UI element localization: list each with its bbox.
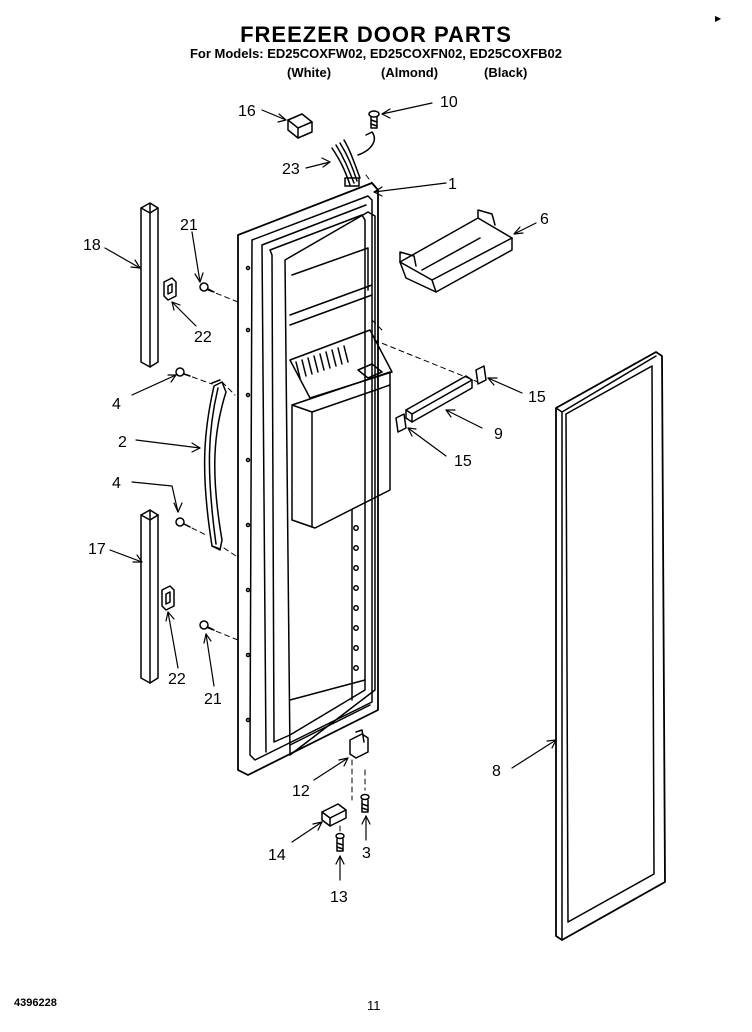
variant-black: (Black) [484,65,528,80]
page-number: 11 [367,998,381,1013]
callout-3: 3 [362,845,371,862]
corner-mark: ▶ [715,14,722,23]
callout-23: 23 [282,161,300,178]
callout-10: 10 [440,94,458,111]
part-22-clip-lower [161,585,175,611]
callout-9: 9 [494,426,503,443]
callout-labels: 16 10 23 1 6 18 21 22 4 2 15 9 15 4 17 2… [83,94,549,906]
part-17-trim-strip [140,509,159,684]
callout-17: 17 [88,541,106,558]
models-line: For Models: ED25COXFW02, ED25COXFN02, ED… [189,46,563,61]
part-1-door [237,182,393,776]
callout-18: 18 [83,237,101,254]
part-3-screw [360,793,370,813]
callout-8: 8 [492,763,501,780]
callout-22-lower: 22 [168,671,186,688]
page-title: FREEZER DOOR PARTS [240,22,512,47]
part-23-wire-harness [331,131,376,187]
callout-22-upper: 22 [194,329,212,346]
callout-14: 14 [268,847,286,864]
callout-12: 12 [292,783,310,800]
alignment-lines [183,174,479,835]
part-6-door-shelf [399,209,513,293]
part-15-bracket-upper [475,365,487,385]
part-2-handle [203,379,227,551]
callout-13: 13 [330,889,348,906]
callout-21-upper: 21 [180,217,198,234]
leader-arrows [104,102,557,881]
part-9-shelf-rail [405,375,473,423]
part-18-trim-strip [140,202,159,368]
callout-2: 2 [118,434,127,451]
callout-16: 16 [238,103,256,120]
part-21-screw-lower [199,620,215,631]
part-12-hinge-bracket [349,729,369,759]
part-15-bracket-lower [395,413,407,433]
variant-almond: (Almond) [381,65,439,80]
part-4-screw-upper [175,367,191,377]
part-10-screw [368,110,380,129]
callout-6: 6 [540,211,549,228]
part-8-gasket [555,351,666,941]
callout-1: 1 [448,176,457,193]
part-16-connector [287,113,313,139]
part-21-screw-upper [199,282,215,293]
callout-21-lower: 21 [204,691,222,708]
part-13-screw [335,832,345,852]
variant-white: (White) [287,65,332,80]
callout-15-upper: 15 [528,389,546,406]
callout-4-lower: 4 [112,475,121,492]
document-number: 4396228 [14,997,57,1009]
part-14-bracket [321,803,347,827]
part-22-clip-upper [163,277,177,301]
callout-15-lower: 15 [454,453,472,470]
callout-4-upper: 4 [112,396,121,413]
